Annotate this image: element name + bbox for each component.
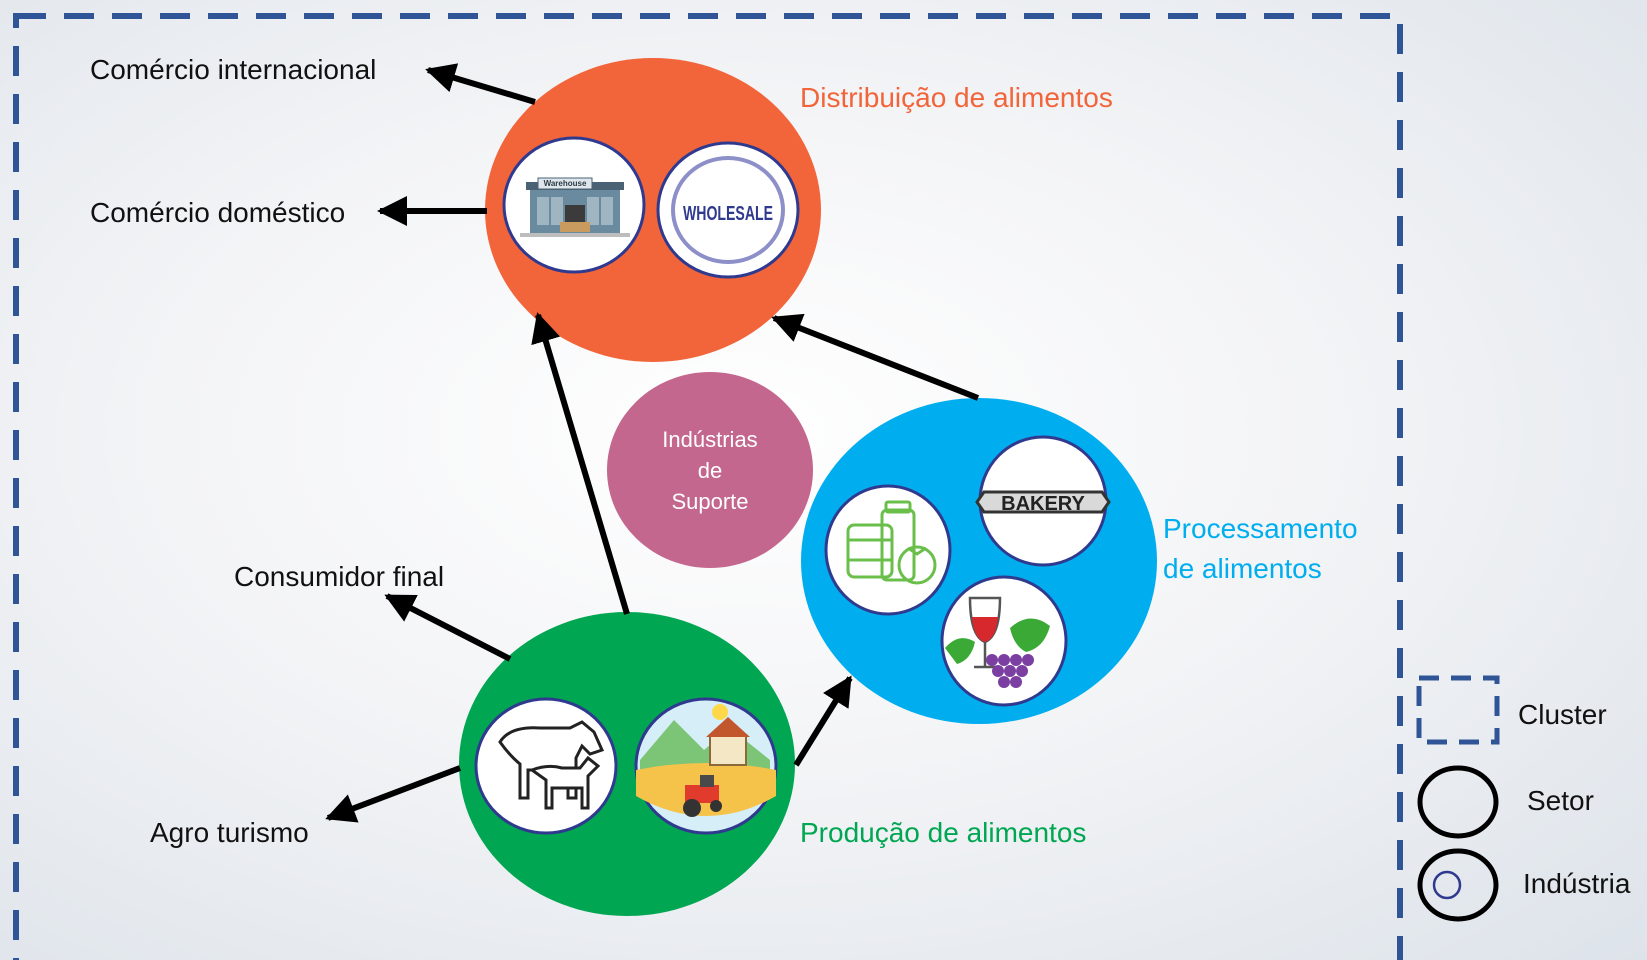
arrow-production-to-distribution (531, 312, 630, 615)
farm-tractor-icon (634, 697, 778, 835)
wholesale-stamp-text: WHOLESALE (683, 203, 773, 225)
arrow-to-international-trade (425, 63, 536, 105)
support-industries-circle (607, 372, 813, 568)
warehouse-sign-text: Warehouse (544, 179, 587, 188)
legend-cluster-label: Cluster (1518, 699, 1607, 730)
cow-goat-icon (474, 697, 618, 835)
legend-sector-swatch (1417, 765, 1499, 839)
support-industries-label-line2: de (698, 458, 722, 483)
bakery-sign-icon: BAKERY (975, 435, 1111, 567)
arrow-to-agrotourism (325, 765, 462, 823)
final-consumer-label: Consumidor final (234, 561, 444, 592)
distribution-sector-label: Distribuição de alimentos (800, 82, 1113, 113)
bakery-sign-text: BAKERY (1001, 493, 1085, 515)
legend-industry-swatch (1417, 848, 1499, 922)
processing-sector-label-line2: de alimentos (1163, 553, 1322, 584)
warehouse-icon: Warehouse (502, 136, 646, 274)
domestic-trade-label: Comércio doméstico (90, 197, 345, 228)
legend-sector-label: Setor (1527, 785, 1594, 816)
canned-food-icon (824, 484, 952, 616)
agrotourism-label: Agro turismo (150, 817, 309, 848)
international-trade-label: Comércio internacional (90, 54, 376, 85)
support-industries-label-line3: Suporte (671, 489, 748, 514)
wine-grapes-icon (940, 575, 1068, 707)
wholesale-stamp-icon: WHOLESALE (656, 141, 800, 279)
legend-cluster-swatch (1416, 675, 1500, 745)
legend: Cluster Setor Indústria (1416, 675, 1631, 922)
production-sector-circle (459, 612, 795, 916)
legend-industry-inner-swatch (1432, 870, 1462, 900)
distribution-sector-circle (485, 58, 821, 362)
production-sector-label: Produção de alimentos (800, 817, 1086, 848)
arrow-to-final-consumer (384, 593, 512, 662)
support-industries-label-line1: Indústrias (662, 427, 757, 452)
cluster-boundary (13, 13, 1403, 960)
processing-sector-label-line1: Processamento (1163, 513, 1358, 544)
arrow-processing-to-distribution (771, 313, 980, 401)
legend-industry-label: Indústria (1523, 868, 1631, 899)
arrow-production-to-processing (793, 675, 853, 767)
